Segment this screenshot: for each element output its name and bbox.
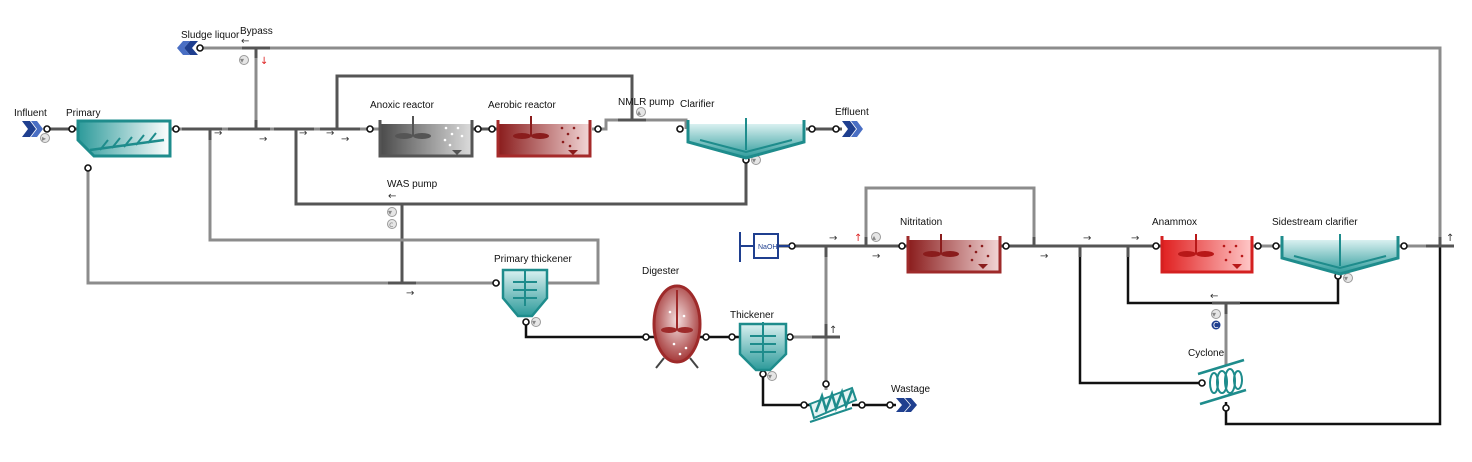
- sludge-liquor-label: Sludge liquor: [181, 30, 240, 41]
- svg-text:→: →: [299, 128, 307, 139]
- svg-text:▾: ▾: [1212, 310, 1216, 319]
- nitritation-label: Nitritation: [900, 217, 942, 228]
- svg-text:↑: ↑: [829, 325, 837, 336]
- dewatering-screw-icon[interactable]: [808, 386, 858, 423]
- svg-text:→: →: [829, 233, 837, 244]
- sludge-liquor-icon[interactable]: [177, 41, 198, 55]
- cyclone-icon[interactable]: [1197, 358, 1247, 406]
- flow-arrows: → → → → → ← ↓ ← → ↑ → ↑ → → → → ← ↑: [214, 36, 1454, 336]
- svg-text:←: ←: [241, 36, 249, 47]
- clarifier-icon[interactable]: [686, 118, 806, 160]
- wastage-icon[interactable]: [896, 398, 917, 412]
- aerobic-reactor-icon[interactable]: [496, 116, 592, 158]
- svg-text:↓: ↓: [260, 56, 268, 67]
- wastage-label: Wastage: [891, 384, 931, 395]
- svg-text:▾: ▾: [752, 156, 756, 165]
- svg-text:→: →: [1083, 233, 1091, 244]
- svg-text:▾: ▾: [388, 208, 392, 217]
- pipe-tees: [196, 46, 1454, 339]
- svg-text:→: →: [326, 128, 334, 139]
- clarifier-label: Clarifier: [680, 99, 715, 110]
- naoh-label: NaOH: [758, 244, 777, 251]
- bypass-label: Bypass: [240, 26, 273, 37]
- primary-clarifier-icon[interactable]: [76, 119, 172, 158]
- naoh-dosing-icon[interactable]: [739, 232, 790, 262]
- svg-text:↑: ↑: [854, 233, 862, 244]
- cyclone-label: Cyclone: [1188, 348, 1225, 359]
- primary-thickener-label: Primary thickener: [494, 254, 572, 265]
- thickener-icon[interactable]: [738, 322, 788, 372]
- svg-text:→: →: [259, 134, 267, 145]
- svg-text:▴: ▴: [872, 233, 876, 242]
- svg-text:→: →: [406, 288, 414, 299]
- svg-text:▾: ▾: [1344, 274, 1348, 283]
- influent-label: Influent: [14, 108, 47, 119]
- primary-thickener-icon[interactable]: [501, 268, 549, 318]
- anammox-reactor-icon[interactable]: [1160, 234, 1254, 274]
- svg-text:→: →: [214, 128, 222, 139]
- svg-text:▾: ▾: [768, 372, 772, 381]
- svg-text:↑: ↑: [1446, 233, 1454, 244]
- svg-text:▴: ▴: [637, 108, 641, 117]
- svg-text:→: →: [341, 134, 349, 145]
- nitritation-reactor-icon[interactable]: [906, 234, 1002, 274]
- effluent-label: Effluent: [835, 107, 869, 118]
- influent-icon[interactable]: [22, 121, 43, 137]
- was-pump-label: WAS pump: [387, 179, 438, 190]
- svg-text:→: →: [872, 251, 880, 262]
- svg-text:▾: ▾: [532, 318, 536, 327]
- aerobic-reactor-label: Aerobic reactor: [488, 100, 556, 111]
- svg-text:←: ←: [388, 191, 396, 202]
- svg-text:c: c: [389, 220, 393, 229]
- anoxic-reactor-icon[interactable]: [378, 116, 474, 158]
- svg-text:C: C: [1213, 321, 1219, 330]
- primary-label: Primary: [66, 108, 100, 119]
- sidestream-clarifier-icon[interactable]: [1280, 234, 1400, 276]
- digester-label: Digester: [642, 266, 680, 277]
- svg-text:▾: ▾: [240, 56, 244, 65]
- effluent-icon[interactable]: [842, 121, 863, 137]
- svg-text:▸: ▸: [42, 134, 46, 143]
- digester-icon[interactable]: [652, 284, 702, 369]
- anoxic-reactor-label: Anoxic reactor: [370, 100, 435, 111]
- thickener-label: Thickener: [730, 310, 775, 321]
- svg-text:→: →: [1040, 251, 1048, 262]
- nmlr-pump-label: NMLR pump: [618, 97, 675, 108]
- sidestream-clarifier-label: Sidestream clarifier: [1272, 217, 1358, 228]
- connectors: [43, 44, 1408, 412]
- svg-text:←: ←: [1210, 291, 1218, 302]
- pipes: [50, 46, 1442, 426]
- anammox-label: Anammox: [1152, 217, 1197, 228]
- svg-text:→: →: [1131, 233, 1139, 244]
